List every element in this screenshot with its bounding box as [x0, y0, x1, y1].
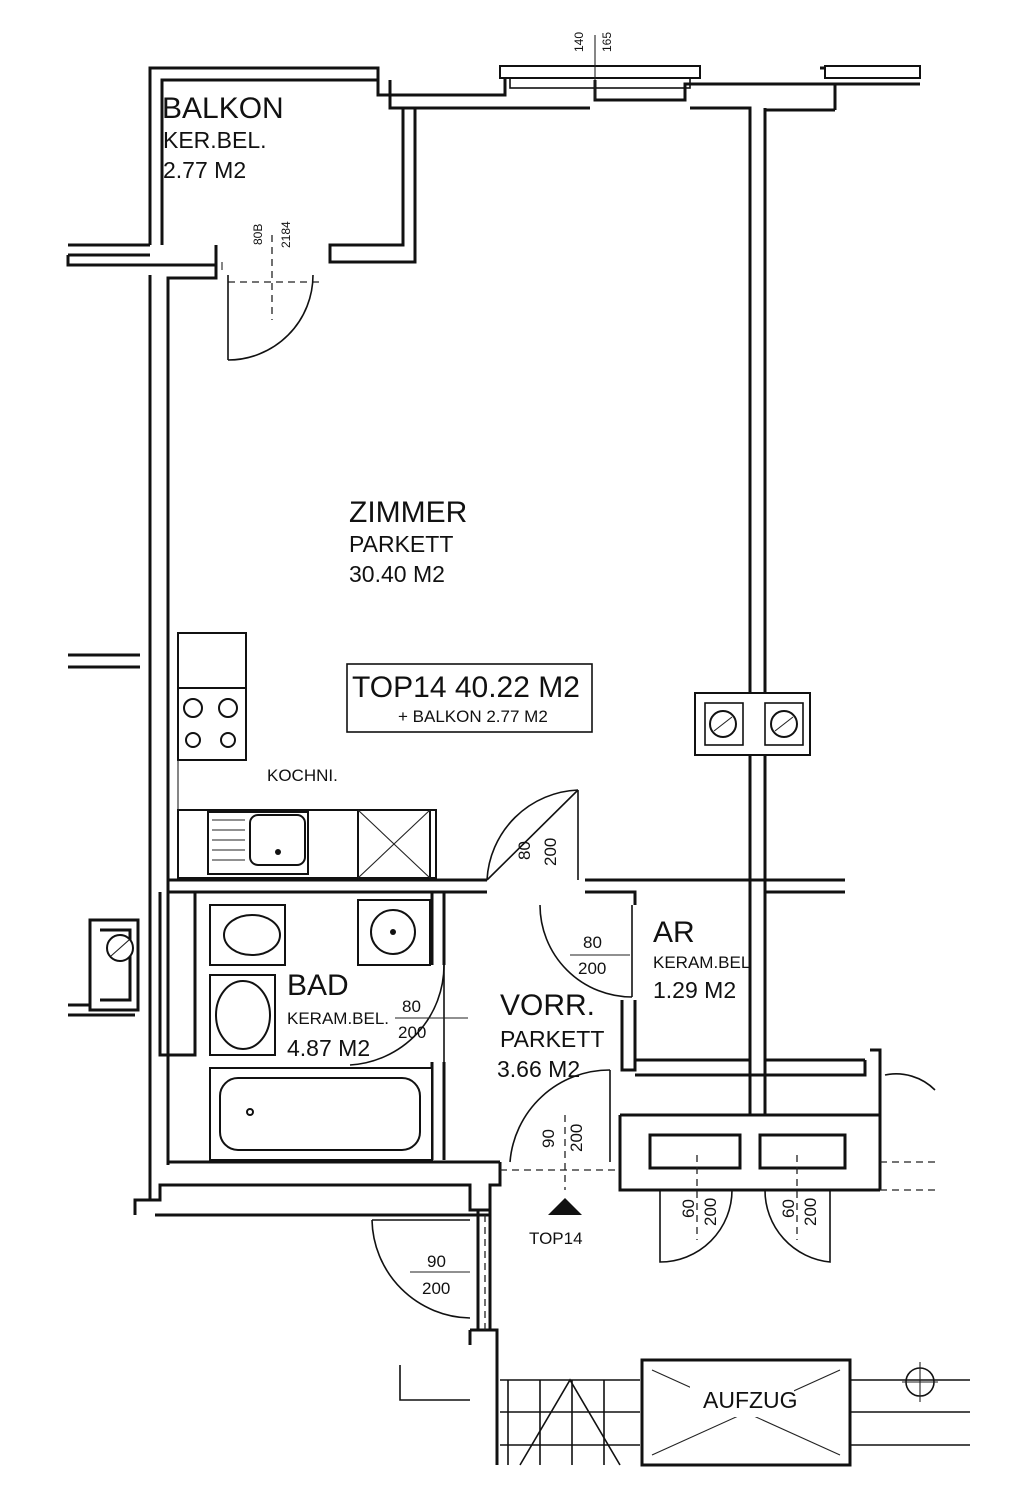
room-area-zimmer: 30.40 M2	[349, 561, 445, 587]
dim-door-zimmer-height: 200	[541, 838, 560, 866]
door-shaft-2	[764, 1155, 831, 1263]
room-floor-vorr: PARKETT	[500, 1026, 604, 1052]
dim-door-shaft-2-height: 200	[801, 1198, 820, 1226]
dim-door-zimmer-width: 80	[515, 841, 534, 860]
room-name-zimmer: ZIMMER	[349, 496, 467, 529]
dim-door-ar-height: 200	[578, 959, 606, 978]
room-name-ar: AR	[653, 916, 695, 949]
room-floor-zimmer: PARKETT	[349, 531, 453, 557]
room-name-balkon: BALKON	[162, 92, 284, 125]
elevator-shaft	[640, 1358, 852, 1467]
door-entry	[500, 1069, 620, 1215]
door-hall	[371, 1215, 486, 1330]
room-name-kochni: KOCHNI.	[267, 766, 338, 785]
unit-area-label: TOP14 40.22 M2	[352, 671, 580, 704]
door-bad	[349, 964, 468, 1066]
door-right-neighbour	[880, 1073, 936, 1191]
room-name-vorr: VORR.	[500, 989, 595, 1022]
vent-icon	[694, 692, 811, 756]
dim-door-shaft-1-width: 60	[679, 1199, 698, 1218]
room-area-vorr: 3.66 M2	[497, 1056, 580, 1082]
dim-window-width: 140	[572, 32, 586, 52]
bathtub-icon	[209, 1067, 433, 1161]
stairs	[399, 1362, 970, 1466]
room-area-balkon: 2.77 M2	[163, 157, 246, 183]
window-right	[824, 65, 921, 79]
door-ar	[539, 904, 633, 998]
dim-door-hall-height: 200	[422, 1279, 450, 1298]
dim-door-shaft-1-height: 200	[701, 1198, 720, 1226]
balcony-note-label: + BALKON 2.77 M2	[398, 707, 548, 726]
room-floor-bad: KERAM.BEL.	[287, 1009, 389, 1028]
washbasin-icon	[209, 974, 276, 1056]
walls	[66, 66, 920, 1465]
dim-door-shaft-2-width: 60	[779, 1199, 798, 1218]
door-shaft-1	[659, 1155, 733, 1263]
room-area-ar: 1.29 M2	[653, 977, 736, 1003]
dim-balcony-door-width: 80B	[251, 224, 265, 245]
dim-door-bad-width: 80	[402, 997, 421, 1016]
dim-door-entry-width: 90	[539, 1129, 558, 1148]
door-zimmer	[486, 789, 579, 881]
balcony-door	[221, 235, 320, 361]
dim-door-bad-height: 200	[398, 1023, 426, 1042]
area-summary-box	[346, 663, 593, 733]
vent-left-icon	[106, 934, 134, 962]
room-name-bad: BAD	[287, 969, 349, 1002]
dim-window-height: 165	[600, 32, 614, 52]
dim-door-hall-width: 90	[427, 1252, 446, 1271]
room-floor-balkon: KER.BEL.	[163, 127, 267, 153]
dim-balcony-door-height: 2184	[279, 221, 293, 248]
entrance-label: TOP14	[529, 1229, 583, 1248]
sink-icon	[207, 811, 309, 875]
stove-icon	[183, 698, 238, 748]
room-name-aufzug: AUFZUG	[703, 1387, 798, 1413]
room-floor-ar: KERAM.BEL	[653, 953, 750, 972]
dim-door-ar-width: 80	[583, 933, 602, 952]
room-area-bad: 4.87 M2	[287, 1035, 370, 1061]
window-top	[499, 35, 701, 100]
shower-drain-icon	[357, 899, 431, 966]
toilet-icon	[209, 904, 286, 966]
dim-door-entry-height: 200	[567, 1124, 586, 1152]
fridge-icon	[357, 809, 431, 879]
